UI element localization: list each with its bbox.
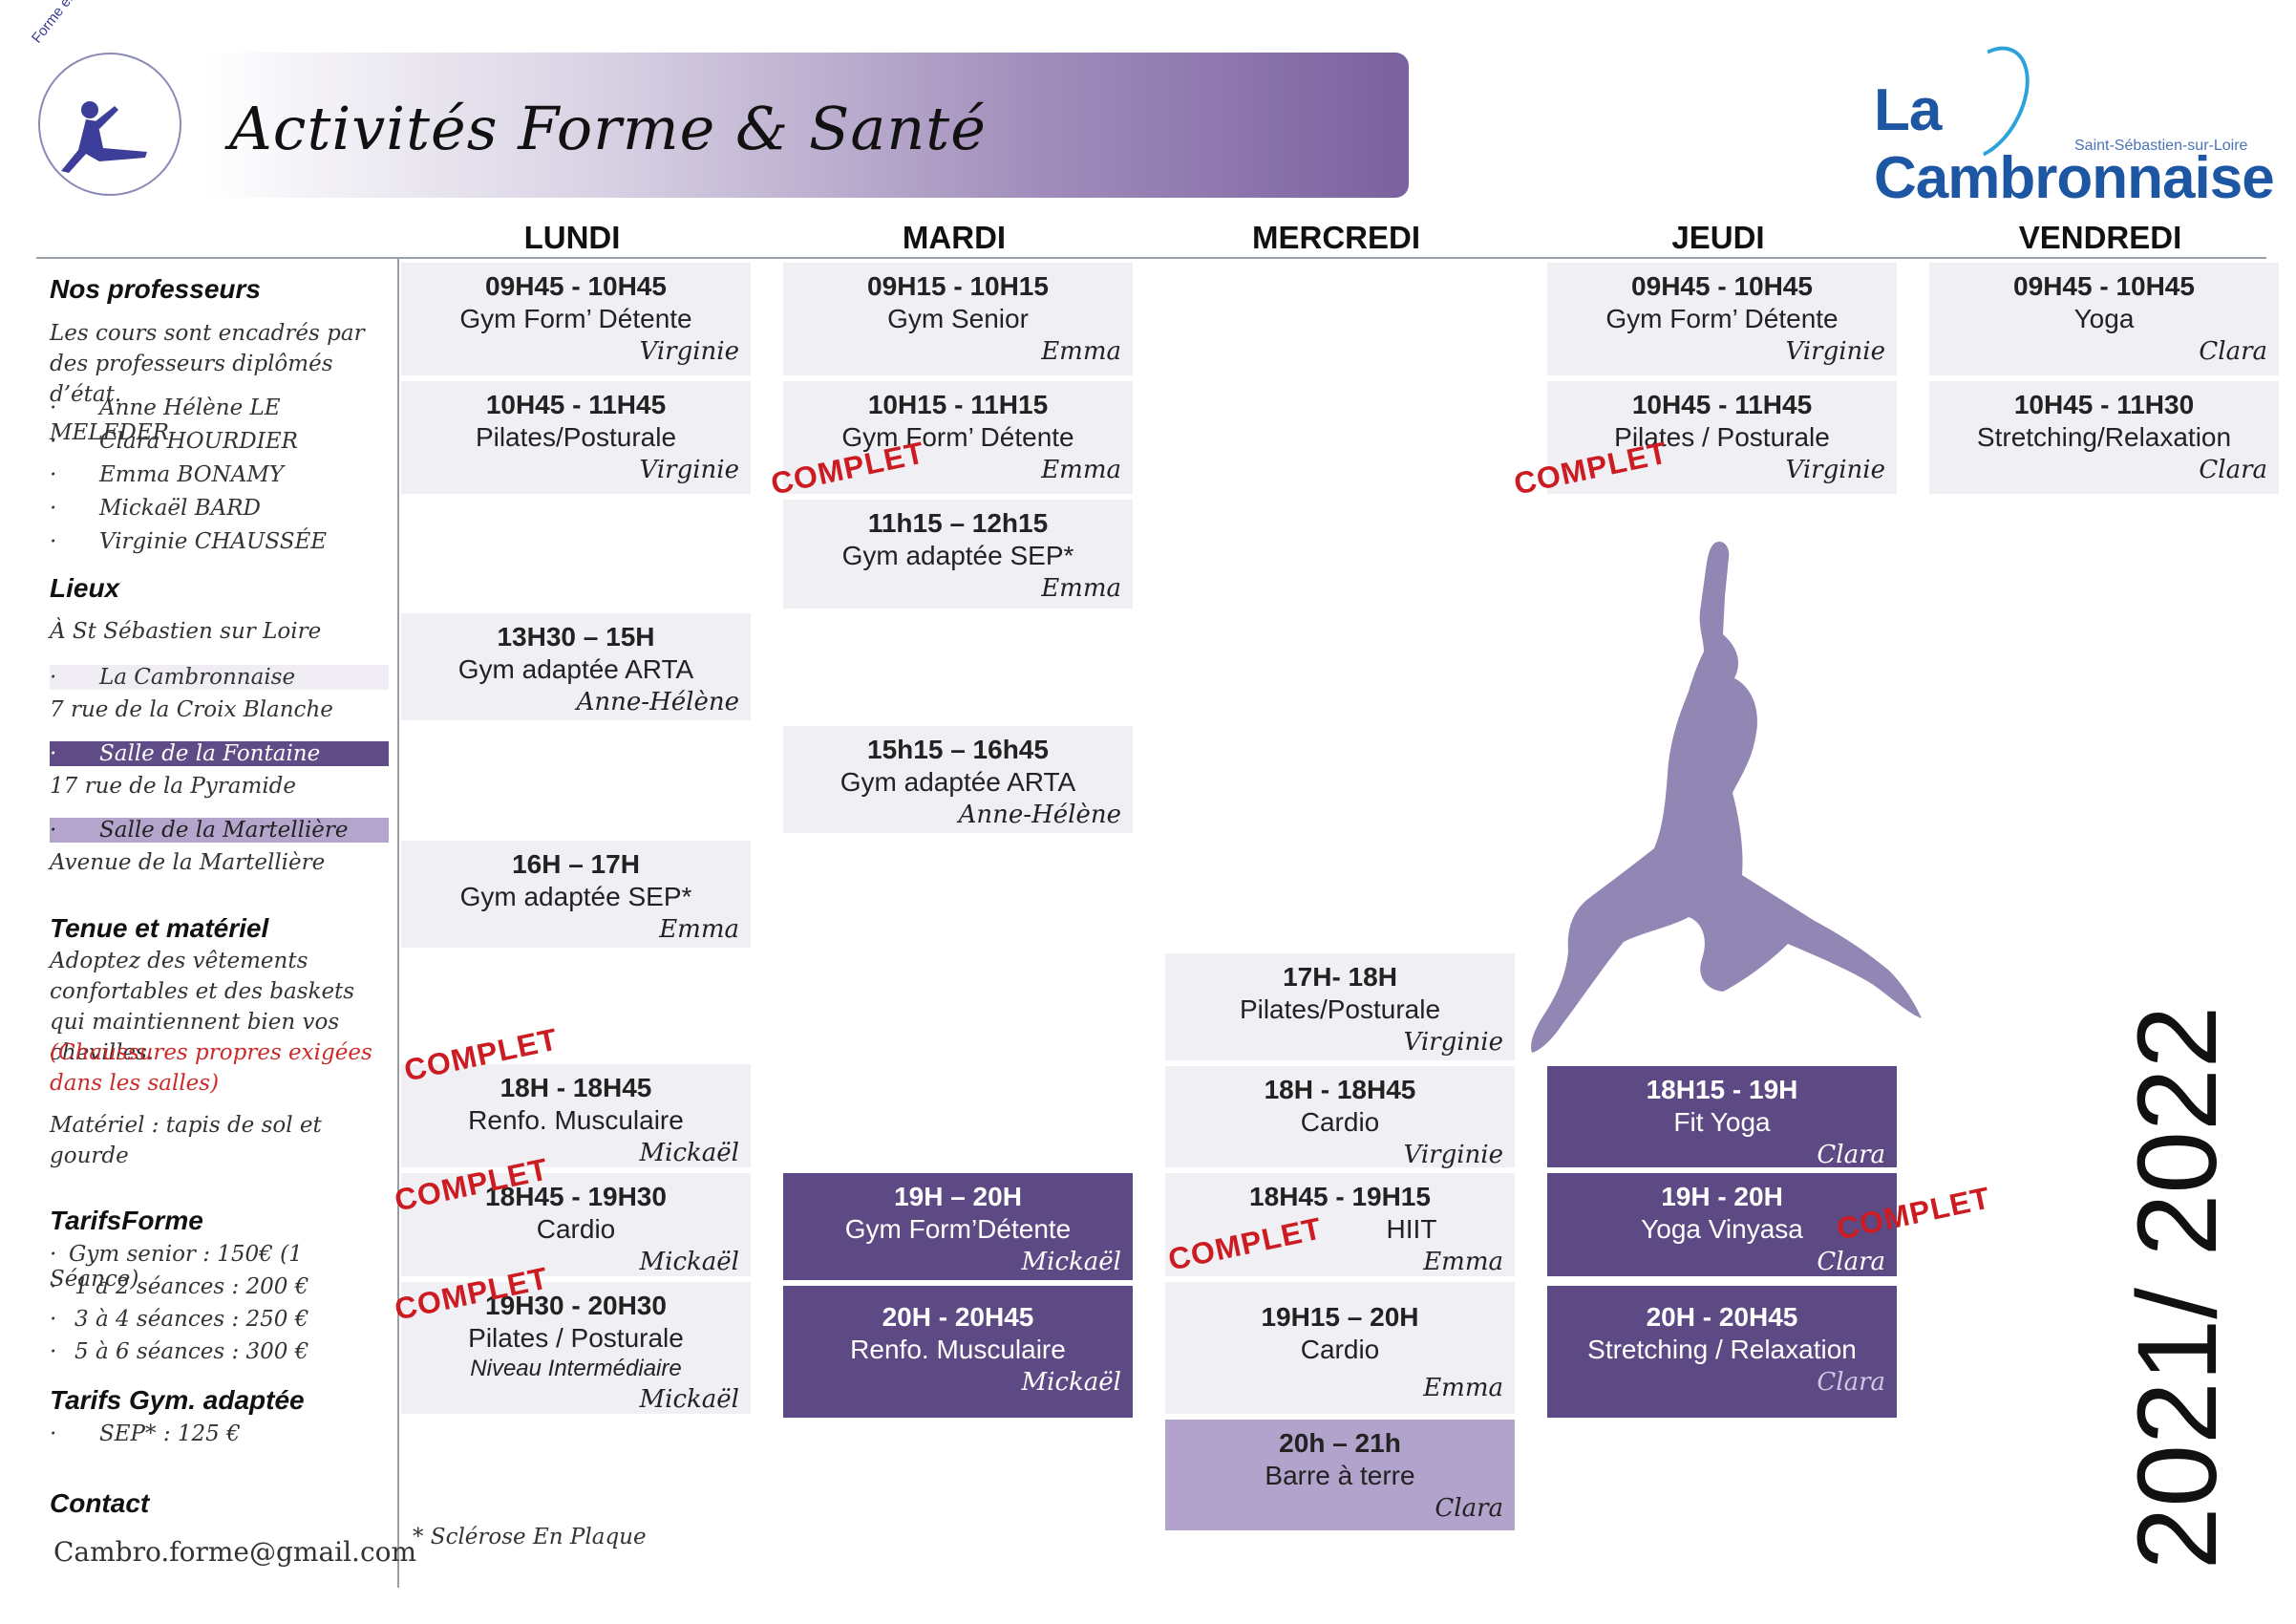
footnote: * Sclérose En Plaque (413, 1525, 647, 1549)
tarif-item: ·3 à 4 séances : 250 € (50, 1307, 309, 1332)
tenue-title: Tenue et matériel (50, 913, 269, 943)
tenue-text: Adoptez des vêtements confortables et de… (50, 949, 355, 1065)
tarif-item: ·Gym senior : 150€ (1 Séance) (50, 1242, 303, 1292)
yoga-pose-illustration (1531, 541, 1922, 1053)
sidebar-divider (397, 258, 399, 1588)
tenue-note: (Chaussures propres exigées dans les sal… (50, 1040, 372, 1096)
materiel-text: Matériel : tapis de sol et gourde (50, 1113, 322, 1168)
lieu-name: ·La Cambronnaise (50, 665, 389, 690)
profs-intro: Les cours sont encadrés par des professe… (50, 321, 365, 407)
title-banner (201, 53, 1409, 198)
logo-arc-text: Forme et Santé (29, 0, 103, 47)
prof-item: ·Mickaël BARD (50, 496, 261, 521)
prof-item: ·Anne Hélène LE MELEDER (50, 395, 281, 445)
day-header-lundi: LUNDI (523, 220, 621, 255)
lieu-address: 7 rue de la Croix Blanche (50, 697, 333, 722)
prof-item: ·Clara HOURDIER (50, 429, 298, 454)
lieu-name: ·Salle de la Fontaine (50, 741, 389, 766)
tarif-gym-item: ·SEP* : 125 € (50, 1421, 241, 1446)
tarifs-title: TarifsForme (50, 1206, 203, 1235)
day-header-jeudi: JEUDI (1671, 220, 1765, 255)
day-header-vendredi: VENDREDI (2018, 220, 2182, 255)
day-header-mercredi: MERCREDI (1251, 220, 1420, 255)
tarif-item: ·1 à 2 séances : 200 € (50, 1274, 309, 1299)
lieu-name: ·Salle de la Martellière (50, 818, 389, 843)
forme-sante-logo (38, 53, 181, 196)
tarifs-gym-title: Tarifs Gym. adaptée (50, 1385, 305, 1415)
season-year: 2021/ 2022 (2115, 1005, 2241, 1571)
tarif-item: ·5 à 6 séances : 300 € (50, 1339, 309, 1364)
brand-logo-text: La Cambronnaise (1874, 77, 2275, 211)
lieu-address: 17 rue de la Pyramide (50, 774, 297, 799)
lieux-intro: À St Sébastien sur Loire (50, 619, 322, 644)
prof-item: ·Emma BONAMY (50, 462, 285, 487)
day-header-mardi: MARDI (902, 220, 1007, 255)
lieu-address: Avenue de la Martellière (50, 850, 326, 875)
contact-title: Contact (50, 1488, 150, 1518)
header-divider (36, 257, 2266, 259)
profs-title: Nos professeurs (50, 274, 261, 304)
contact-email[interactable]: Cambro.forme@gmail.com (53, 1536, 417, 1568)
brand-subtitle: Saint-Sébastien-sur-Loire (2074, 138, 2248, 154)
prof-item: ·Virginie CHAUSSÉE (50, 529, 328, 554)
page-title: Activités Forme & Santé (229, 94, 987, 163)
gymnast-icon (61, 101, 147, 173)
course-block: 18H45 - 19H15 HIIT Emma (1165, 1173, 1515, 1276)
lieux-title: Lieux (50, 573, 120, 603)
